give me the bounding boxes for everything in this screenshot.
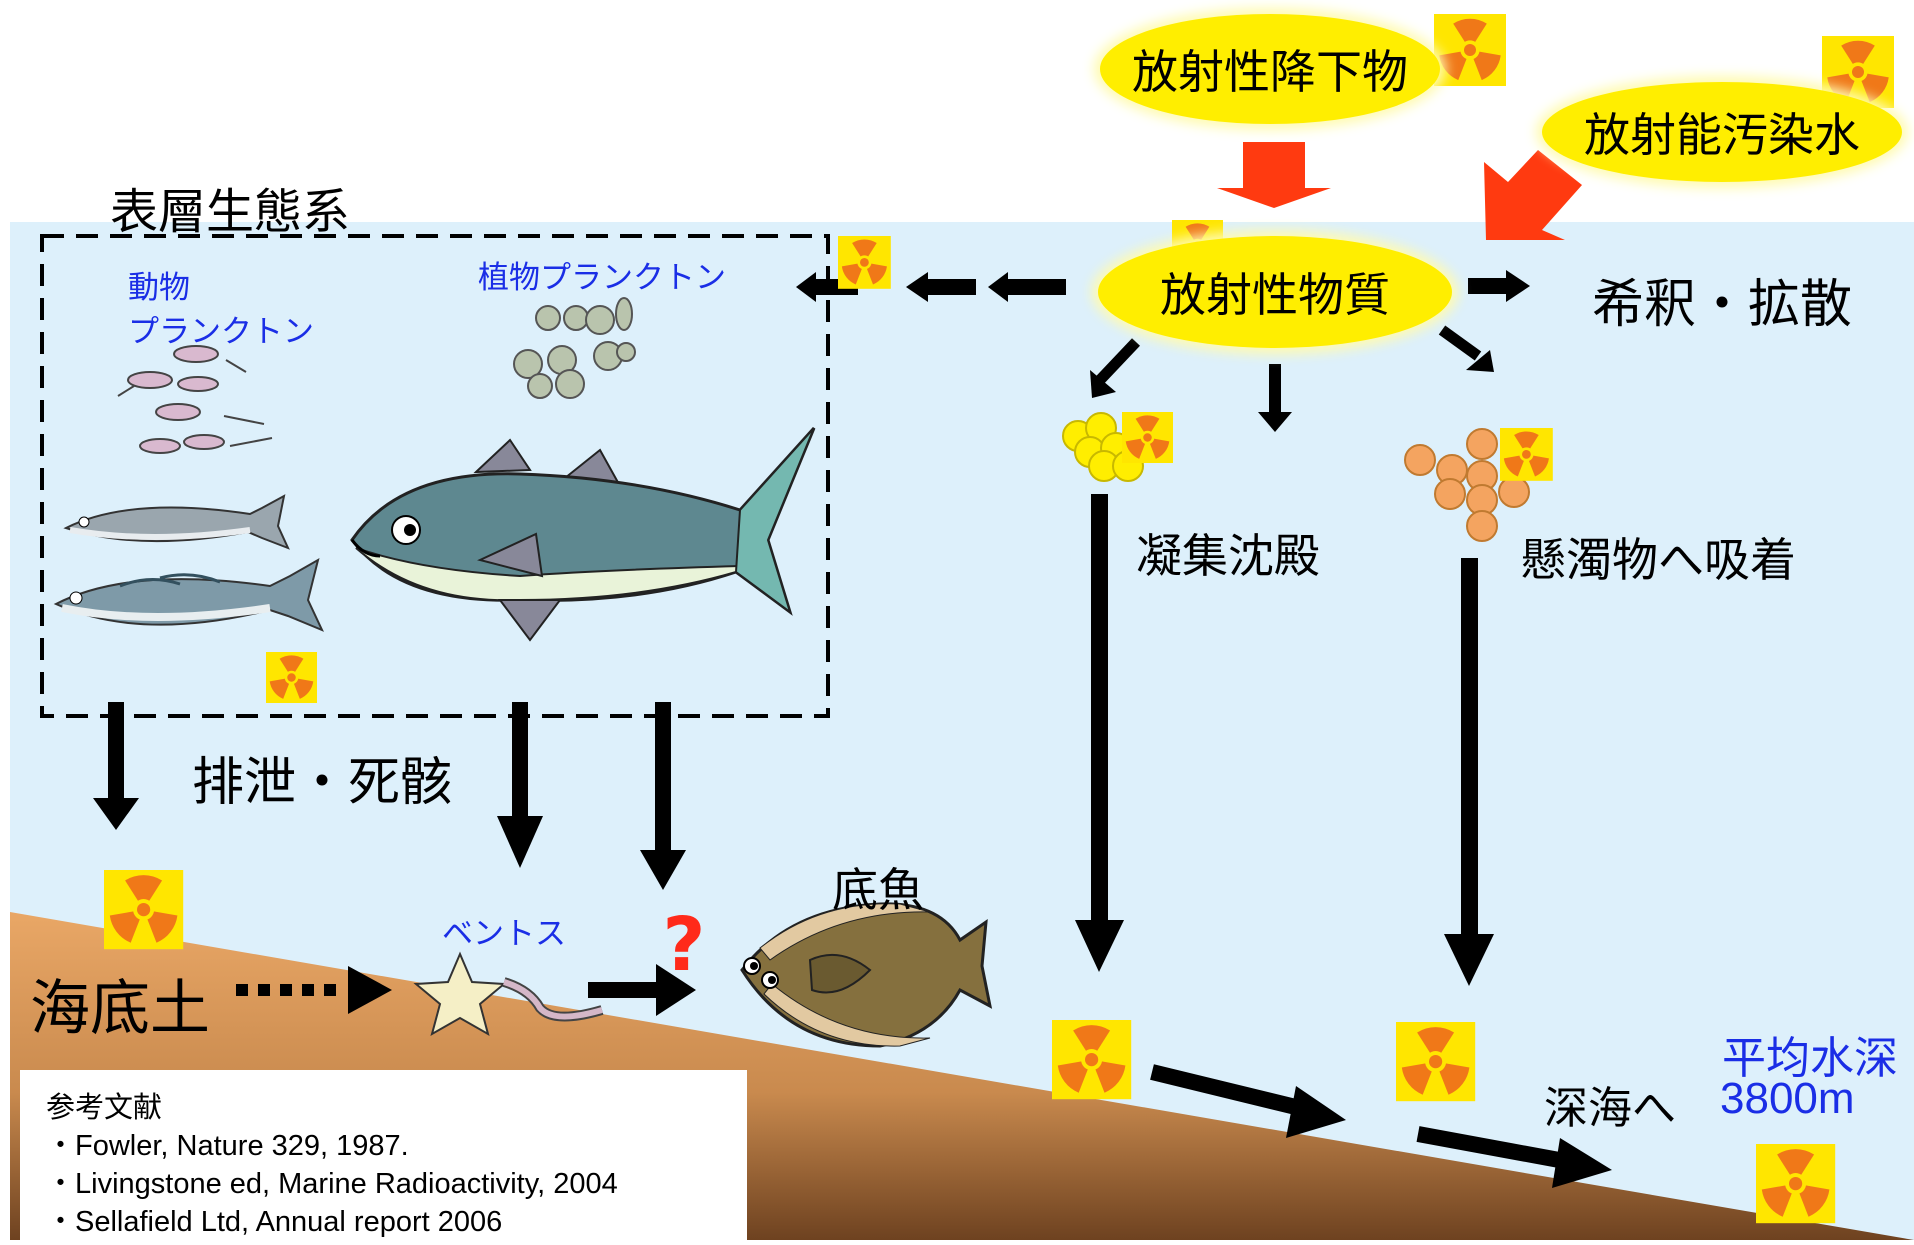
flounder-icon — [740, 902, 993, 1048]
arrow-seabed-to-benthos — [236, 966, 392, 1014]
fallout-red-arrow — [1217, 142, 1331, 208]
sardine-icon — [63, 494, 290, 550]
bonito-icon — [350, 426, 816, 642]
benthos-label: ベントス — [442, 916, 566, 952]
contaminated-water-red-arrow — [1484, 150, 1582, 240]
reference-item: ・Sellafield Ltd, Annual report 2006 — [46, 1206, 503, 1238]
bottom-fish-label: 底魚 — [832, 863, 924, 917]
coagulation-label: 凝集沈殿 — [1136, 529, 1320, 583]
phytoplankton-icon — [513, 297, 636, 399]
question-mark: ? — [663, 902, 706, 988]
avg-depth-label: 平均水深 — [1722, 1033, 1898, 1084]
adsorption-label: 懸濁物へ吸着 — [1520, 533, 1796, 587]
zooplankton-icon — [117, 345, 273, 454]
radiation-hazard-icon — [266, 652, 317, 703]
arrow-down-right — [1438, 325, 1494, 372]
arrow-down-left — [1090, 338, 1140, 398]
to-deep-sea-label: 深海へ — [1544, 1083, 1676, 1134]
surface-ecosystem-title: 表層生態系 — [110, 184, 351, 240]
starfish-icon — [413, 951, 507, 1037]
arrow-dilution — [1468, 270, 1530, 302]
radiation-hazard-icon — [104, 870, 184, 950]
radiation-hazard-icon — [1396, 1022, 1476, 1102]
references-title: 参考文献 — [46, 1092, 163, 1124]
arrow-benthos-to-fish — [588, 964, 696, 1016]
arrow-excretion-1 — [93, 702, 139, 830]
radioactive-material-label: 放射性物質 — [1098, 236, 1452, 348]
radiation-hazard-icon — [1756, 1144, 1836, 1224]
reference-item: ・Livingstone ed, Marine Radioactivity, 2… — [46, 1168, 618, 1200]
worm-icon — [502, 977, 604, 1022]
dilution-label: 希釈・拡散 — [1592, 275, 1853, 335]
radiation-hazard-icon — [1052, 1020, 1132, 1100]
surface-ecosystem-box — [40, 234, 830, 718]
fallout-label: 放射性降下物 — [1100, 14, 1440, 124]
reference-item: ・Fowler, Nature 329, 1987. — [46, 1130, 409, 1162]
avg-depth-value: 3800m — [1720, 1074, 1855, 1123]
radiation-hazard-icon — [1434, 14, 1506, 86]
arrow-adsorption-down — [1444, 558, 1494, 986]
references-box: 参考文献 ・Fowler, Nature 329, 1987. ・Livings… — [20, 1070, 747, 1245]
zooplankton-label-2: プランクトン — [128, 314, 314, 350]
radiation-hazard-icon — [838, 236, 891, 289]
excretion-label: 排泄・死骸 — [192, 753, 453, 813]
radiation-hazard-icon — [1122, 412, 1173, 463]
arrow-excretion-3 — [640, 702, 686, 890]
arrow-excretion-2 — [497, 702, 543, 868]
phytoplankton-label: 植物プランクトン — [478, 260, 726, 296]
contaminated-water-label: 放射能汚染水 — [1542, 82, 1902, 182]
zooplankton-label-1: 動物 — [128, 270, 190, 306]
arrow-deep-1 — [1150, 1064, 1346, 1138]
seabed-soil-label: 海底土 — [30, 974, 210, 1044]
mackerel-icon — [53, 557, 324, 632]
arrow-coagulation-down — [1075, 494, 1124, 972]
arrow-deep-2 — [1416, 1126, 1612, 1188]
orange-particles — [1404, 428, 1530, 542]
radiation-hazard-icon — [1500, 428, 1553, 481]
arrow-down-center — [1258, 364, 1292, 432]
